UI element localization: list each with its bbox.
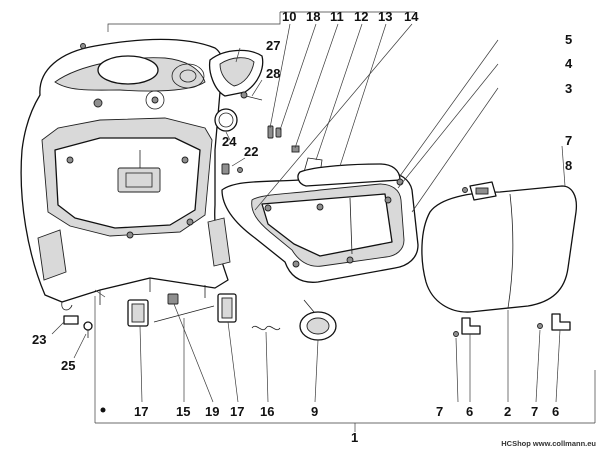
bracket-parts-6 — [453, 313, 571, 337]
cap-part-9 — [299, 299, 337, 341]
clip-part-22 — [221, 163, 243, 175]
fastener-parts-23-25 — [63, 315, 93, 338]
callout-7-right: 7 — [565, 133, 572, 148]
callout-17-right: 17 — [230, 404, 244, 419]
callout-9: 9 — [311, 404, 318, 419]
callout-6-bottom-b: 6 — [552, 404, 559, 419]
callout-7-bottom-b: 7 — [531, 404, 538, 419]
callout-10: 10 — [282, 9, 296, 24]
callout-15: 15 — [176, 404, 190, 419]
callout-27: 27 — [266, 38, 280, 53]
callout-13: 13 — [378, 9, 392, 24]
callout-19: 19 — [205, 404, 219, 419]
callout-22: 22 — [244, 144, 258, 159]
callout-25: 25 — [61, 358, 75, 373]
ring-part-24 — [214, 108, 238, 132]
door-assembly-part-3 — [221, 163, 419, 283]
latch-part-8 — [462, 181, 497, 201]
callout-17-left: 17 — [134, 404, 148, 419]
callout-24: 24 — [222, 134, 237, 149]
callout-2: 2 — [504, 404, 511, 419]
cover-part-27 — [208, 49, 264, 97]
front-shield-part — [20, 38, 231, 311]
callout-16: 16 — [260, 404, 274, 419]
callout-14: 14 — [404, 9, 419, 24]
assembly-bracket — [94, 11, 596, 432]
leader-lines — [51, 23, 566, 403]
callout-11: 11 — [330, 9, 344, 24]
screw-part-10 — [80, 43, 86, 49]
callout-28: 28 — [266, 66, 280, 81]
hardware-parts-18-11-12 — [267, 125, 323, 175]
callout-8: 8 — [565, 158, 572, 173]
callout-1-assembly: 1 — [351, 430, 358, 445]
callout-18: 18 — [306, 9, 320, 24]
hinge-parts-17-19-15 — [127, 293, 237, 327]
callout-6-bottom-a: 6 — [466, 404, 473, 419]
callout-12: 12 — [354, 9, 368, 24]
callout-4: 4 — [565, 56, 573, 71]
callout-3: 3 — [565, 81, 572, 96]
side-cover-part-2 — [421, 185, 578, 313]
callout-5: 5 — [565, 32, 572, 47]
callout-23: 23 — [32, 332, 46, 347]
reference-dot — [100, 407, 106, 413]
spring-part-16 — [251, 325, 281, 331]
callout-7-bottom-a: 7 — [436, 404, 443, 419]
screw-part-28 — [240, 91, 263, 101]
shop-credit-text: HCShop www.collmann.eu — [501, 439, 596, 448]
